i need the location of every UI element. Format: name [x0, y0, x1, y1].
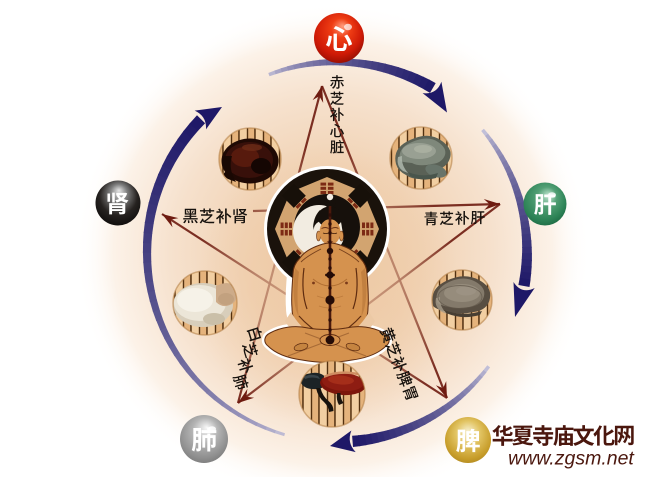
svg-text:www.zgsm.net: www.zgsm.net [508, 448, 635, 470]
